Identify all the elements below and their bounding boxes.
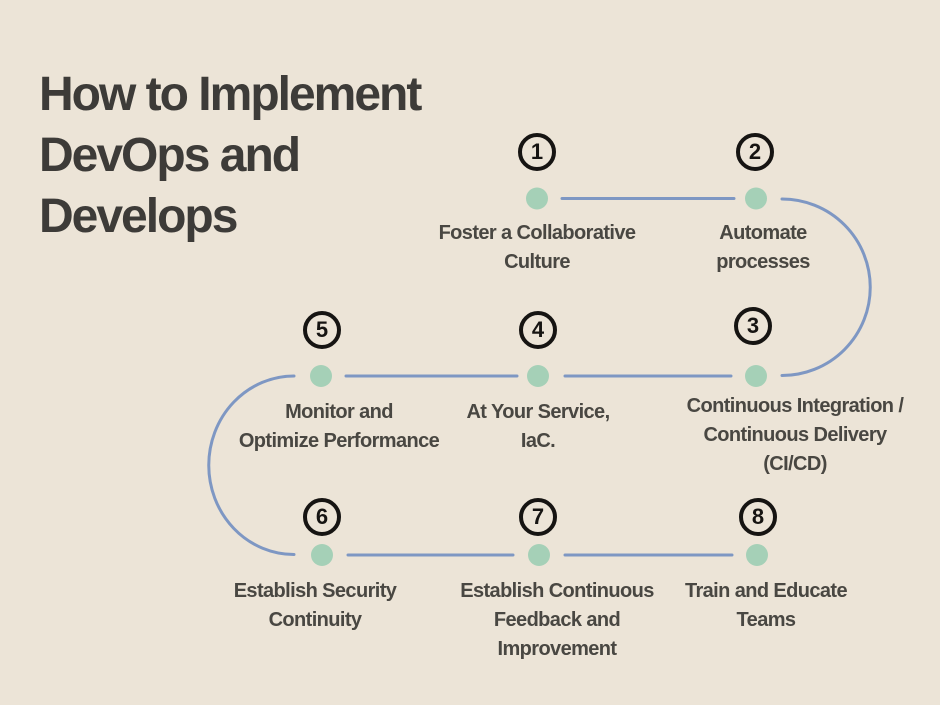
step-7-number: 7 [531, 504, 545, 529]
step-5-number-badge: 5 [303, 311, 341, 349]
step-2-number-badge: 2 [736, 133, 774, 171]
step-1-dot [526, 187, 548, 210]
step-1-number: 1 [530, 139, 544, 164]
step-8-number-badge: 8 [739, 498, 777, 536]
step-7-dot [528, 544, 550, 566]
step-2-dot [745, 187, 767, 210]
step-5-number: 5 [315, 317, 329, 342]
step-4-number-badge: 4 [519, 311, 557, 349]
step-4-number: 4 [531, 317, 545, 342]
connector-curve-5-6 [207, 374, 296, 556]
step-1-number-badge: 1 [518, 133, 556, 171]
step-6-number: 6 [315, 504, 329, 529]
step-3-dot [745, 365, 767, 387]
step-6-dot [311, 544, 333, 566]
step-3-number-badge: 3 [734, 307, 772, 345]
step-2-number: 2 [748, 139, 762, 164]
step-8-number: 8 [751, 504, 765, 529]
step-6-number-badge: 6 [303, 498, 341, 536]
step-4-label: At Your Service,IaC. [466, 401, 610, 452]
step-5-dot [310, 365, 332, 387]
step-3-label: Continuous Integration /Continuous Deliv… [686, 395, 904, 475]
step-4-dot [527, 365, 549, 387]
step-3-number: 3 [746, 313, 760, 338]
step-7-number-badge: 7 [519, 498, 557, 536]
connector-curve-2-3 [780, 197, 872, 377]
step-8-dot [746, 544, 768, 566]
